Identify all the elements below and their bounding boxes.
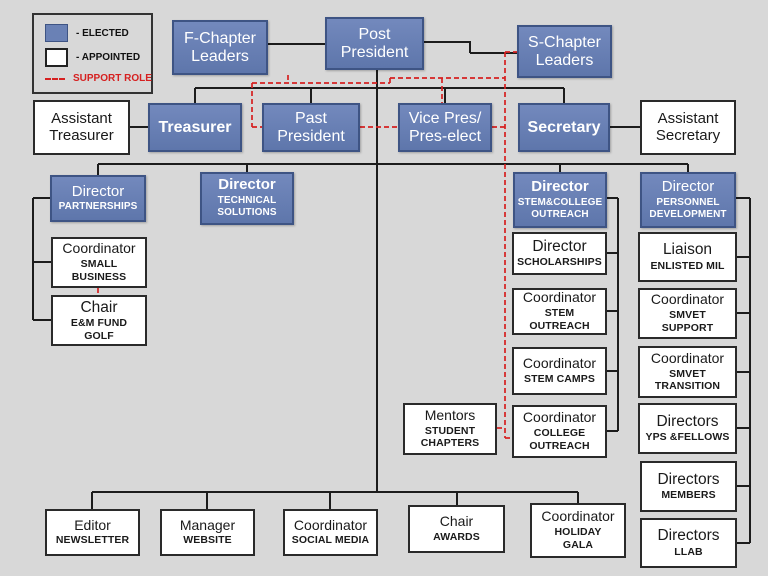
- node-title: Chair: [439, 513, 474, 530]
- node-title: Vice Pres/ Pres-elect: [408, 109, 482, 145]
- appointed-swatch-icon: [45, 48, 68, 67]
- node-director-personnel-development: Director PERSONNEL DEVELOPMENT: [640, 172, 736, 228]
- node-title: Mentors: [424, 406, 476, 423]
- node-subtitle: COLLEGE OUTREACH: [529, 427, 590, 452]
- node-subtitle: WEBSITE: [183, 534, 232, 547]
- node-vice-pres-pres-elect: Vice Pres/ Pres-elect: [398, 103, 492, 152]
- node-title: Directors: [656, 412, 719, 430]
- node-title: Secretary: [527, 118, 601, 136]
- node-coordinator-stem-outreach: Coordinator STEM OUTREACH: [512, 288, 607, 335]
- node-subtitle: ENLISTED MIL: [650, 259, 725, 272]
- node-post-president: Post President: [325, 17, 424, 70]
- node-subtitle: STEM&COLLEGE OUTREACH: [517, 196, 603, 220]
- node-assistant-treasurer: Assistant Treasurer: [33, 100, 130, 155]
- node-title: Coordinator: [650, 349, 725, 366]
- node-subtitle: SMVET SUPPORT: [661, 309, 714, 334]
- node-director-stem-college-outreach: Director STEM&COLLEGE OUTREACH: [513, 172, 607, 228]
- node-title: Liaison: [662, 241, 713, 259]
- node-editor-newsletter: Editor NEWSLETTER: [45, 509, 140, 556]
- node-title: Coordinator: [522, 355, 597, 372]
- node-title: Editor: [74, 516, 111, 533]
- node-title: Past President: [277, 109, 345, 145]
- elected-swatch-icon: [45, 24, 68, 42]
- node-coordinator-holiday-gala: Coordinator HOLIDAY GALA: [530, 503, 626, 558]
- node-subtitle: STEM CAMPS: [523, 372, 595, 385]
- node-subtitle: PERSONNEL DEVELOPMENT: [649, 196, 727, 220]
- node-title: Coordinator: [541, 508, 615, 525]
- node-title: Director: [661, 177, 715, 195]
- node-subtitle: SMALL BUSINESS: [71, 258, 127, 283]
- node-title: Coordinator: [650, 291, 725, 308]
- node-directors-llab: Directors LLAB: [640, 518, 737, 568]
- node-subtitle: LLAB: [674, 545, 703, 558]
- node-title: F-Chapter Leaders: [183, 29, 257, 65]
- node-title: Directors: [657, 470, 720, 488]
- node-title: Chair: [80, 298, 118, 316]
- node-title: Coordinator: [293, 516, 368, 533]
- node-title: Coordinator: [522, 409, 597, 426]
- node-title: Assistant Treasurer: [49, 109, 114, 144]
- node-subtitle: STEM OUTREACH: [529, 307, 590, 332]
- node-subtitle: HOLIDAY GALA: [554, 526, 602, 551]
- node-subtitle: TECHNICAL SOLUTIONS: [217, 195, 277, 219]
- node-subtitle: YPS &FELLOWS: [645, 431, 730, 444]
- node-subtitle: SOCIAL MEDIA: [291, 534, 370, 547]
- node-title: Assistant Secretary: [655, 109, 721, 144]
- node-coordinator-smvet-transition: Coordinator SMVET TRANSITION: [638, 346, 737, 398]
- legend-appointed-label: - APPOINTED: [76, 52, 141, 63]
- node-director-scholarships: Director SCHOLARSHIPS: [512, 232, 607, 275]
- node-coordinator-stem-camps: Coordinator STEM CAMPS: [512, 347, 607, 395]
- node-secretary: Secretary: [518, 103, 610, 152]
- node-past-president: Past President: [262, 103, 360, 152]
- legend-row-elected: - ELECTED: [45, 24, 147, 42]
- node-assistant-secretary: Assistant Secretary: [640, 100, 736, 155]
- node-subtitle: NEWSLETTER: [55, 534, 130, 547]
- node-title: Director: [71, 182, 125, 200]
- node-title: S-Chapter Leaders: [528, 33, 601, 69]
- support-dash-icon: [45, 77, 65, 80]
- legend-row-appointed: - APPOINTED: [45, 48, 147, 67]
- node-subtitle: SCHOLARSHIPS: [517, 256, 602, 269]
- node-subtitle: STUDENT CHAPTERS: [420, 424, 480, 450]
- node-title: Coordinator: [522, 289, 597, 306]
- node-title: Director: [218, 176, 276, 194]
- node-title: Directors: [657, 527, 720, 545]
- node-title: Treasurer: [158, 118, 232, 136]
- node-s-chapter-leaders: S-Chapter Leaders: [517, 25, 612, 78]
- node-title: Director: [531, 177, 589, 195]
- node-directors-members: Directors MEMBERS: [640, 461, 737, 512]
- node-title: Manager: [179, 516, 236, 533]
- legend-support-label: SUPPORT ROLE: [73, 73, 152, 84]
- node-f-chapter-leaders: F-Chapter Leaders: [172, 20, 268, 75]
- node-subtitle: SMVET TRANSITION: [654, 367, 721, 393]
- node-coordinator-smvet-support: Coordinator SMVET SUPPORT: [638, 288, 737, 339]
- node-title: Coordinator: [62, 240, 136, 257]
- node-subtitle: E&M FUND GOLF: [70, 316, 128, 342]
- node-manager-website: Manager WEBSITE: [160, 509, 255, 556]
- node-director-partnerships: Director PARTNERSHIPS: [50, 175, 146, 222]
- legend-row-support: SUPPORT ROLE: [45, 73, 152, 84]
- node-title: Director: [532, 237, 587, 255]
- node-subtitle: MEMBERS: [661, 489, 716, 502]
- node-chair-awards: Chair AWARDS: [408, 505, 505, 553]
- node-treasurer: Treasurer: [148, 103, 242, 152]
- legend-elected-label: - ELECTED: [76, 27, 129, 39]
- node-coordinator-social-media: Coordinator SOCIAL MEDIA: [283, 509, 378, 556]
- node-coordinator-college-outreach: Coordinator COLLEGE OUTREACH: [512, 405, 607, 458]
- node-director-technical-solutions: Director TECHNICAL SOLUTIONS: [200, 172, 294, 225]
- node-mentors-student-chapters: Mentors STUDENT CHAPTERS: [403, 403, 497, 455]
- node-chair-em-fund-golf: Chair E&M FUND GOLF: [51, 295, 147, 346]
- node-subtitle: AWARDS: [433, 530, 480, 543]
- node-title: Post President: [340, 25, 409, 61]
- node-subtitle: PARTNERSHIPS: [58, 201, 138, 213]
- node-coordinator-small-business: Coordinator SMALL BUSINESS: [51, 237, 147, 288]
- node-liaison-enlisted-mil: Liaison ENLISTED MIL: [638, 232, 737, 282]
- node-directors-yps-fellows: Directors YPS &FELLOWS: [638, 403, 737, 454]
- legend: - ELECTED - APPOINTED SUPPORT ROLE: [32, 13, 153, 94]
